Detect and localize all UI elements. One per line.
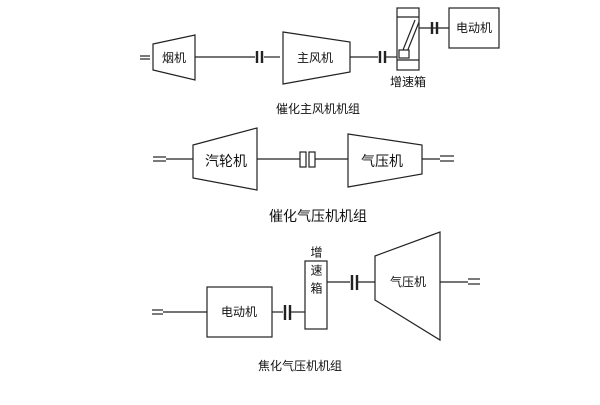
main-blower-label: 主风机	[297, 51, 333, 65]
coupling-1a	[255, 51, 264, 63]
compressor-3-label: 气压机	[390, 274, 426, 289]
compressor-3-body	[374, 231, 441, 342]
coupling-2	[299, 151, 316, 168]
shaft-end-mark-left-2	[153, 156, 166, 162]
coupling-1c	[430, 22, 439, 34]
coupling-3a	[283, 305, 292, 320]
gearbox-1	[396, 7, 420, 71]
shaft-end-mark-right-2	[440, 155, 454, 162]
diagram-catalytic-compressor-unit: 汽轮机 气压机 催化气压机机组	[153, 127, 454, 225]
main-blower-body	[282, 31, 351, 85]
shaft-end-mark-left-3	[152, 309, 163, 315]
gearbox-3-label: 增速箱	[309, 246, 323, 300]
motor-1-label: 电动机	[456, 21, 492, 35]
coupling-1b	[378, 51, 387, 63]
steam-turbine-label: 汽轮机	[205, 154, 247, 170]
diagram-1-caption: 催化主风机机组	[276, 102, 360, 116]
diagram-main-blower-unit: 烟机 主风机 增速箱	[140, 7, 500, 116]
shaft-end-mark-left	[140, 55, 150, 60]
diagram-3-caption: 焦化气压机机组	[258, 358, 342, 373]
diagram-coking-compressor-unit: 电动机 增速箱 气压机 焦化气压机机组	[152, 231, 480, 373]
diagram-2-caption: 催化气压机机组	[269, 209, 367, 225]
flue-turbine-label: 烟机	[162, 51, 186, 65]
gearbox-1-label: 增速箱	[390, 74, 426, 89]
compressor-2-body	[347, 133, 423, 188]
coupling-3b	[350, 275, 359, 290]
compressor-2-label: 气压机	[361, 154, 403, 170]
motor-3-label: 电动机	[221, 305, 257, 319]
gearbox-3-body	[304, 260, 328, 330]
steam-turbine-body	[192, 127, 258, 191]
motor-1-body	[448, 7, 500, 49]
shaft-end-mark-right-3	[468, 278, 480, 285]
flue-turbine-body	[152, 34, 196, 81]
